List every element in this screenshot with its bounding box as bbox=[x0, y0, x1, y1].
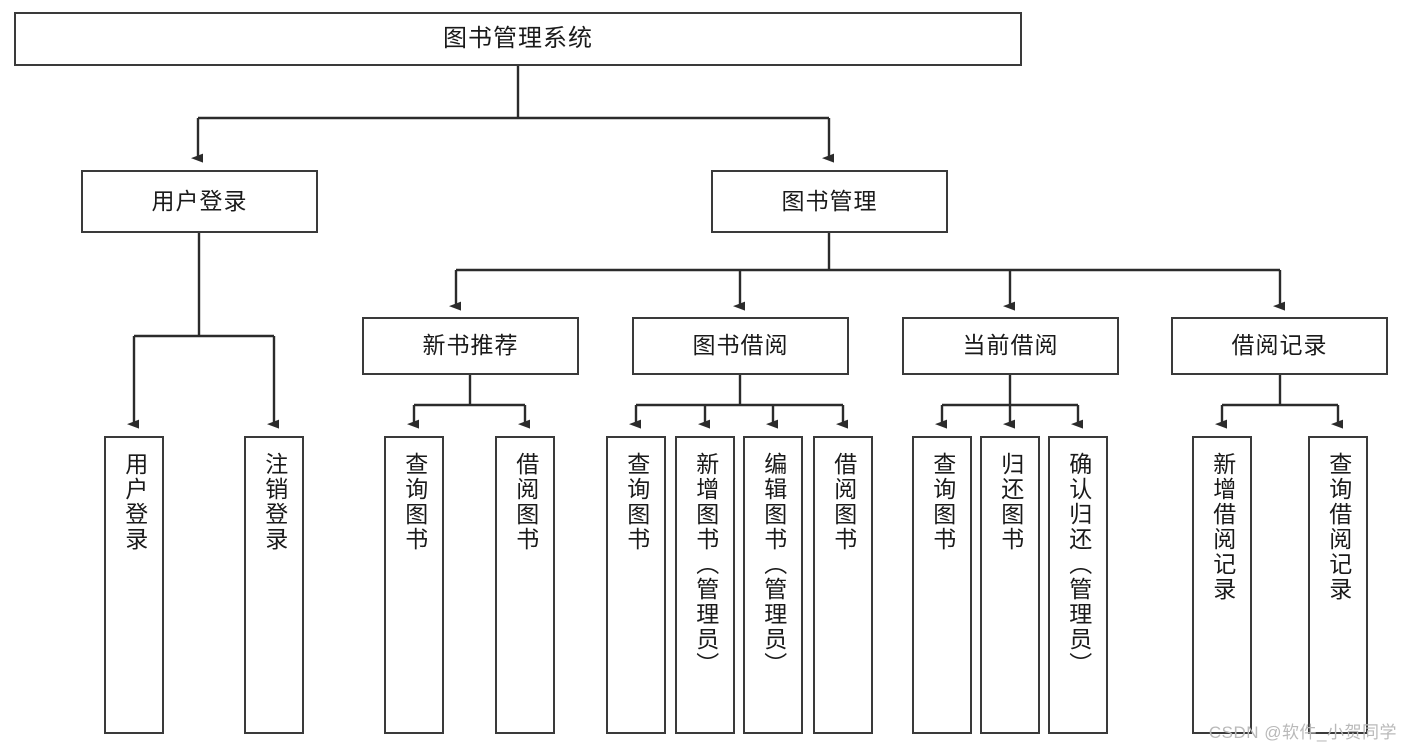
leaf-label: 查询图书 bbox=[401, 452, 428, 552]
leaf-current-confirm-return[interactable]: 确认归还（管理员） bbox=[1048, 436, 1108, 734]
leaf-label: 借阅图书 bbox=[830, 452, 857, 552]
leaf-borrow-query-book[interactable]: 查询图书 bbox=[606, 436, 666, 734]
leaf-borrow-borrow-book[interactable]: 借阅图书 bbox=[813, 436, 873, 734]
leaf-recommend-borrow-book[interactable]: 借阅图书 bbox=[495, 436, 555, 734]
node-new-book-recommend[interactable]: 新书推荐 bbox=[362, 317, 579, 375]
node-book-borrow[interactable]: 图书借阅 bbox=[632, 317, 849, 375]
leaf-label: 确认归还（管理员） bbox=[1065, 452, 1092, 677]
leaf-label: 新增图书（管理员） bbox=[692, 452, 719, 677]
node-user-login[interactable]: 用户登录 bbox=[81, 170, 318, 233]
leaf-borrow-edit-book[interactable]: 编辑图书（管理员） bbox=[743, 436, 803, 734]
leaf-label: 编辑图书（管理员） bbox=[760, 452, 787, 677]
leaf-user-login-logout[interactable]: 注销登录 bbox=[244, 436, 304, 734]
leaf-user-login-login[interactable]: 用户登录 bbox=[104, 436, 164, 734]
leaf-current-return-book[interactable]: 归还图书 bbox=[980, 436, 1040, 734]
node-current-borrow[interactable]: 当前借阅 bbox=[902, 317, 1119, 375]
leaf-label: 注销登录 bbox=[261, 452, 288, 552]
leaf-label: 新增借阅记录 bbox=[1209, 452, 1236, 602]
leaf-label: 查询借阅记录 bbox=[1325, 452, 1352, 602]
leaf-borrow-add-book[interactable]: 新增图书（管理员） bbox=[675, 436, 735, 734]
leaf-label: 查询图书 bbox=[623, 452, 650, 552]
leaf-label: 借阅图书 bbox=[512, 452, 539, 552]
leaf-label: 归还图书 bbox=[997, 452, 1024, 552]
leaf-recommend-query-book[interactable]: 查询图书 bbox=[384, 436, 444, 734]
leaf-record-add-record[interactable]: 新增借阅记录 bbox=[1192, 436, 1252, 734]
leaf-record-query-record[interactable]: 查询借阅记录 bbox=[1308, 436, 1368, 734]
node-book-management[interactable]: 图书管理 bbox=[711, 170, 948, 233]
node-borrow-record[interactable]: 借阅记录 bbox=[1171, 317, 1388, 375]
node-root-system[interactable]: 图书管理系统 bbox=[14, 12, 1022, 66]
watermark: CSDN @软件_小贺同学 bbox=[1208, 723, 1397, 742]
leaf-label: 查询图书 bbox=[929, 452, 956, 552]
leaf-label: 用户登录 bbox=[121, 452, 148, 552]
leaf-current-query-book[interactable]: 查询图书 bbox=[912, 436, 972, 734]
